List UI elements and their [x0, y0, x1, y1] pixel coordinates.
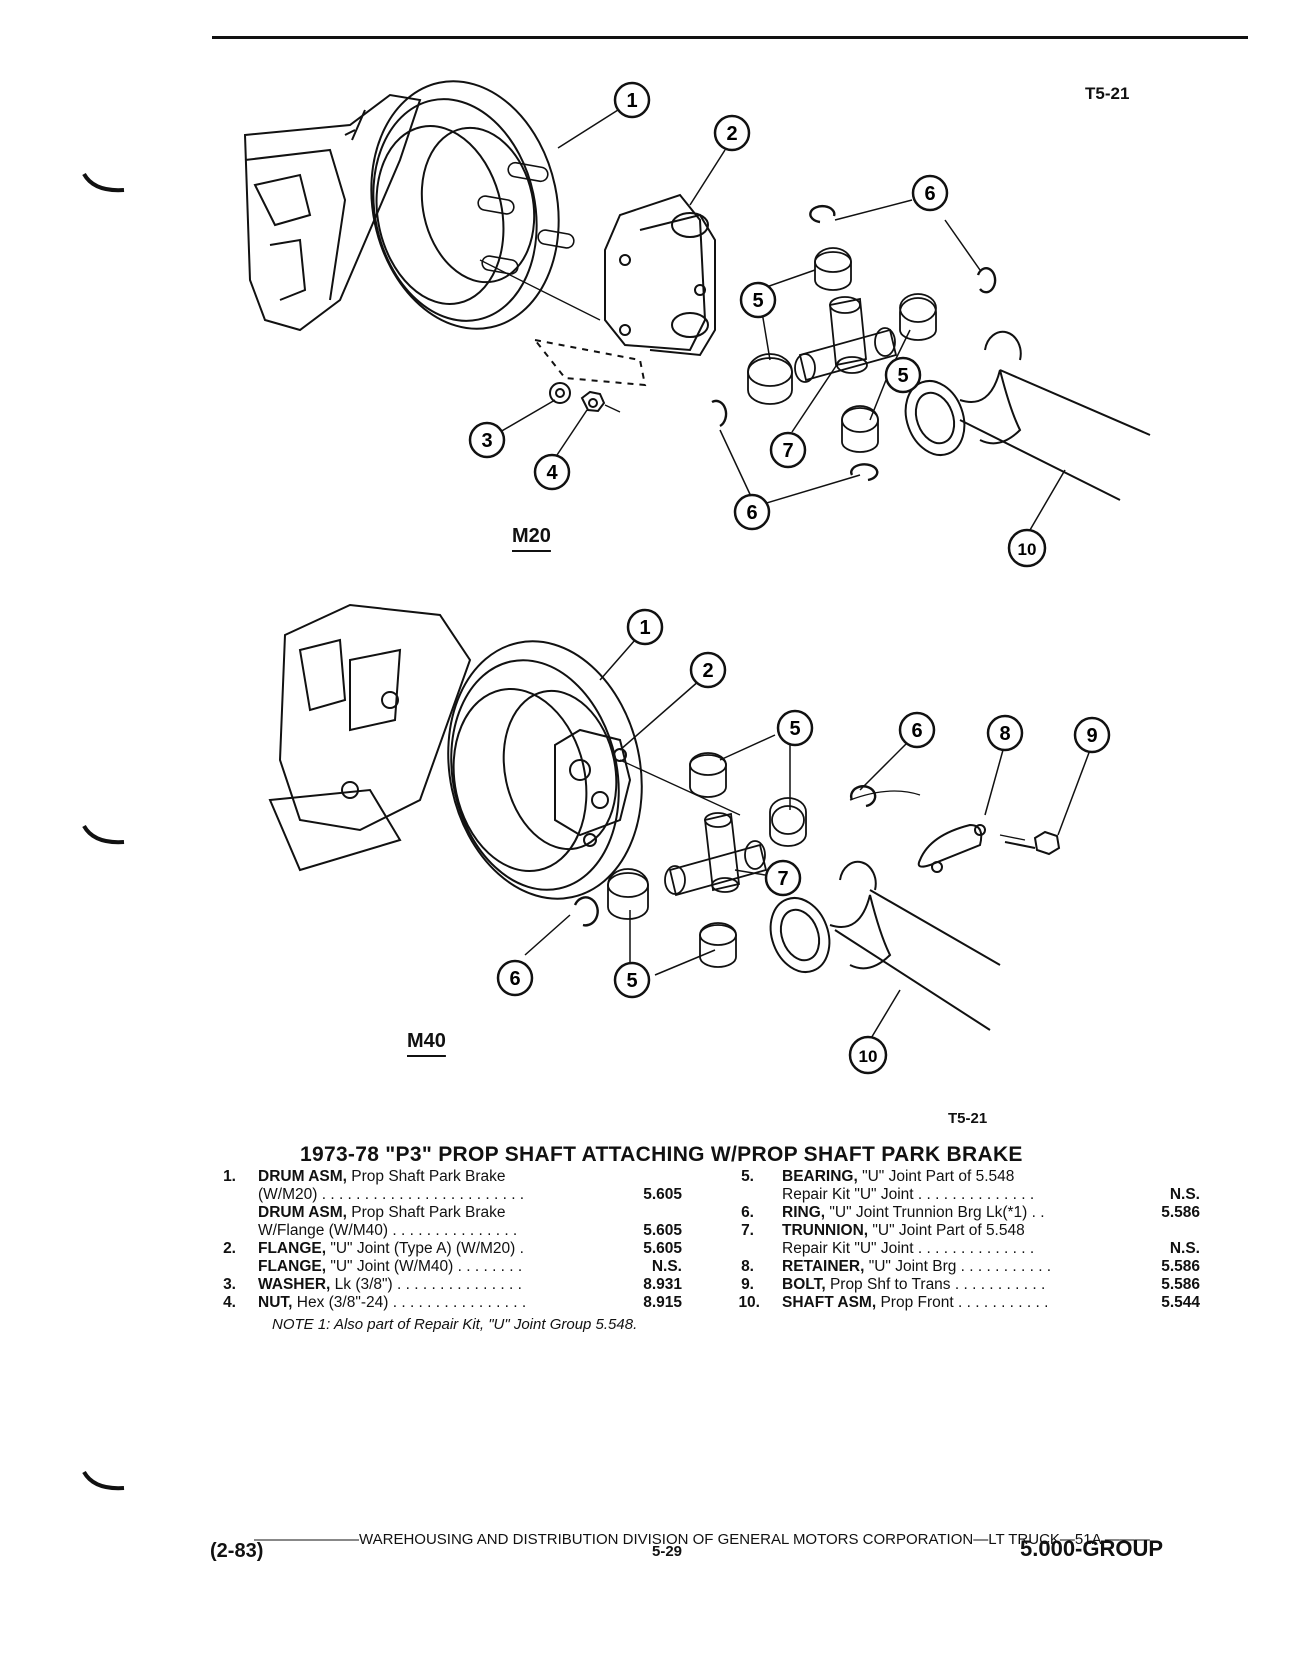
svg-text:6: 6 [509, 968, 520, 990]
part-group: 5.586 [1161, 1258, 1200, 1275]
part-group: N.S. [1169, 1186, 1200, 1203]
m40-label: M40 [407, 1030, 446, 1052]
part-desc: W/Flange (W/M40) . . . . . . . . . . . .… [258, 1222, 518, 1239]
svg-text:8: 8 [999, 723, 1010, 745]
svg-text:9: 9 [1086, 725, 1097, 747]
svg-text:1: 1 [639, 617, 650, 639]
svg-text:5: 5 [626, 970, 637, 992]
top-rule [212, 36, 1248, 39]
part-name: FLANGE, [258, 1258, 327, 1275]
callout-m40-1: 1 [626, 608, 664, 646]
binder-mark-top [82, 172, 125, 193]
part-group: 8.915 [643, 1294, 682, 1311]
part-group: 5.605 [643, 1222, 682, 1239]
footnote: NOTE 1: Also part of Repair Kit, "U" Joi… [272, 1316, 638, 1333]
svg-text:5: 5 [752, 290, 763, 312]
part-name: RETAINER, [782, 1258, 865, 1275]
leader-lines [499, 109, 1091, 1041]
part-group: 5.605 [643, 1186, 682, 1203]
section-title: 1973-78 "P3" PROP SHAFT ATTACHING W/PROP… [300, 1143, 1023, 1166]
part-desc: Lk (3/8") . . . . . . . . . . . . . . . [334, 1276, 522, 1293]
part-desc: Prop Shaft Park Brake [351, 1204, 506, 1221]
part-desc: "U" Joint Trunnion Brg Lk(*1) . . [829, 1204, 1045, 1221]
part-name: FLANGE, [258, 1240, 327, 1257]
callout-m40-2: 2 [689, 651, 727, 689]
callout-m40-8: 8 [986, 714, 1024, 752]
callout-m40-10: 10 [848, 1035, 888, 1075]
callout-m20-2: 2 [713, 114, 751, 152]
part-desc: Repair Kit "U" Joint . . . . . . . . . .… [782, 1186, 1035, 1203]
part-name: SHAFT ASM, [782, 1294, 877, 1311]
svg-text:1: 1 [626, 90, 637, 112]
callout-m40-6a: 6 [898, 711, 936, 749]
callout-m20-3: 3 [468, 421, 506, 459]
svg-text:6: 6 [924, 183, 935, 205]
footer-page-number: 5-29 [652, 1543, 683, 1560]
callouts: 1 2 6 5 5 3 4 7 6 10 1 2 5 6 8 9 7 6 5 1… [468, 81, 1111, 1075]
footer-publisher-line: ———————WAREHOUSING AND DISTRIBUTION DIVI… [254, 1531, 1150, 1548]
callout-m20-5a: 5 [739, 281, 777, 319]
m20-label: M20 [512, 525, 551, 547]
part-group: 8.931 [643, 1276, 682, 1293]
binder-mark-bottom [82, 1470, 125, 1491]
svg-text:5: 5 [897, 365, 908, 387]
part-desc: Hex (3/8"-24) . . . . . . . . . . . . . … [296, 1294, 527, 1311]
callout-m40-6b: 6 [496, 959, 534, 997]
part-desc: (W/M20) . . . . . . . . . . . . . . . . … [258, 1186, 525, 1203]
footer-date: (2-83) [210, 1540, 264, 1562]
part-desc: Prop Shaft Park Brake [351, 1168, 506, 1185]
callout-m20-6: 6 [911, 174, 949, 212]
part-desc: Repair Kit "U" Joint . . . . . . . . . .… [782, 1240, 1035, 1257]
svg-text:2: 2 [726, 123, 737, 145]
svg-text:4: 4 [546, 462, 558, 484]
svg-text:10: 10 [1018, 540, 1037, 559]
figure-id-top: T5-21 [1085, 84, 1130, 103]
callout-m40-9: 9 [1073, 716, 1111, 754]
callout-m40-7: 7 [764, 859, 802, 897]
svg-text:10: 10 [859, 1047, 878, 1066]
part-desc: "U" Joint Brg . . . . . . . . . . . [868, 1258, 1052, 1275]
part-desc: Prop Shf to Trans . . . . . . . . . . . [829, 1276, 1046, 1293]
part-group: N.S. [1169, 1240, 1200, 1257]
svg-text:3: 3 [481, 430, 492, 452]
callout-m40-5a: 5 [776, 709, 814, 747]
part-name: BEARING, [782, 1168, 858, 1185]
part-desc: "U" Joint (W/M40) . . . . . . . . [330, 1258, 523, 1275]
exploded-view-illustration: 1 2 6 5 5 3 4 7 6 10 1 2 5 6 8 9 7 6 5 1… [243, 80, 1151, 1075]
callout-m20-5b: 5 [884, 356, 922, 394]
part-name: RING, [782, 1204, 826, 1221]
callout-m20-4: 4 [533, 453, 571, 491]
svg-text:7: 7 [777, 868, 788, 890]
binder-mark-middle [82, 824, 125, 845]
part-group: 5.586 [1161, 1276, 1200, 1293]
callout-m20-6b: 6 [733, 493, 771, 531]
part-name: DRUM ASM, [258, 1204, 347, 1221]
part-name: TRUNNION, [782, 1222, 869, 1239]
svg-text:6: 6 [746, 502, 757, 524]
part-name: NUT, [258, 1294, 293, 1311]
m40-assembly [268, 603, 1061, 1031]
svg-text:7: 7 [782, 440, 793, 462]
callout-m20-1: 1 [613, 81, 651, 119]
part-desc: "U" Joint (Type A) (W/M20) . [330, 1240, 524, 1257]
footer-group: 5.000-GROUP [1020, 1536, 1164, 1561]
part-desc: "U" Joint Part of 5.548 [872, 1222, 1025, 1239]
part-desc: "U" Joint Part of 5.548 [862, 1168, 1015, 1185]
part-name: WASHER, [258, 1276, 331, 1293]
svg-text:2: 2 [702, 660, 713, 682]
part-desc: Prop Front . . . . . . . . . . . [880, 1294, 1049, 1311]
part-group: 5.586 [1161, 1204, 1200, 1221]
part-name: DRUM ASM, [258, 1168, 347, 1185]
figure-id-bottom: T5-21 [948, 1110, 988, 1127]
part-group: 5.544 [1161, 1294, 1200, 1311]
callout-m40-5b: 5 [613, 961, 651, 999]
callout-m20-10: 10 [1007, 528, 1047, 568]
part-group: 5.605 [643, 1240, 682, 1257]
svg-text:5: 5 [789, 718, 800, 740]
callout-m20-7: 7 [769, 431, 807, 469]
part-group: N.S. [651, 1258, 682, 1275]
part-name: BOLT, [782, 1276, 826, 1293]
svg-text:6: 6 [911, 720, 922, 742]
m20-assembly [243, 80, 1151, 501]
